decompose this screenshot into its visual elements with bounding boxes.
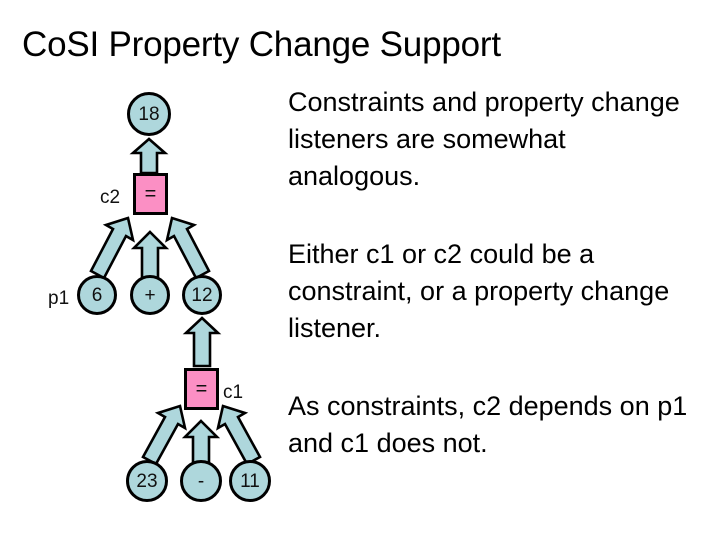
node-operand-11[interactable]: 11 [229,460,271,502]
node-operator-plus-label: + [144,284,156,306]
body-paragraph-1: Constraints and property change listener… [288,87,680,191]
source-label-p1: p1 [48,288,70,309]
arrow-c1-to-12-icon [182,316,222,368]
node-result-18[interactable]: 18 [127,92,171,136]
node-operator-minus[interactable]: - [180,460,222,502]
node-operand-6[interactable]: 6 [77,275,117,315]
operator-box-c2-label: = [144,183,157,205]
page-title: CoSI Property Change Support [22,25,501,64]
operator-box-c1[interactable]: = [184,368,219,410]
body-paragraph-2: Either c1 or c2 could be a constraint, o… [288,239,670,343]
operator-box-c1-label: = [195,378,208,400]
node-operator-plus[interactable]: + [130,275,170,315]
arrow-c2-to-18-icon [129,137,169,175]
constraint-label-c1: c1 [223,382,244,403]
arrow-12-to-c2-icon [160,216,214,286]
constraint-label-c2: c2 [100,187,121,208]
constraint-diagram: 18 c2 = [0,80,290,520]
node-operand-23[interactable]: 23 [126,460,168,502]
node-operand-11-label: 11 [240,470,260,492]
node-operand-6-label: 6 [91,284,103,306]
arrow-6-to-c2-icon [86,216,140,286]
operator-box-c2[interactable]: = [133,173,168,215]
node-result-18-label: 18 [138,103,160,125]
node-operand-12-label: 12 [191,284,213,306]
node-operand-23-label: 23 [136,470,158,492]
node-operand-12[interactable]: 12 [182,275,222,315]
body-paragraph-3: As constraints, c2 depends on p1 and c1 … [288,391,688,458]
node-operator-minus-label: - [197,470,205,492]
